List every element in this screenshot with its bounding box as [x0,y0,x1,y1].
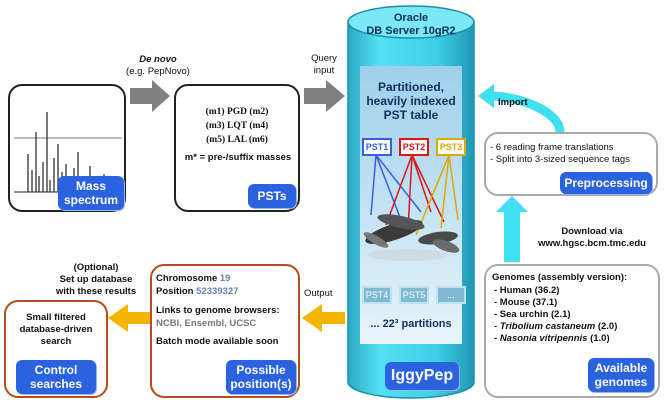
possible-positions-label: Possible position(s) [226,360,296,394]
control-searches-label-1: Control [34,363,78,377]
pst-row-2: (m3) LQT (m4) [205,121,269,131]
pst5-box: PST5 [399,286,429,304]
mass-spectrum-label: Mass spectrum [58,176,124,210]
optional-label-1: (Optional) [73,262,119,273]
pst1-box: PST1 [362,138,392,156]
download-label-1: Download via [561,226,623,237]
genome-item-2: - Mouse (37.1) [494,297,558,308]
possible-positions-label-1: Possible [236,363,286,377]
control-line-2: database-driven [19,324,93,335]
pst-note: m* = pre-/suffix masses [184,152,292,163]
mass-spectrum-label-1: Mass [75,179,107,193]
preprocessing-step-1: - 6 reading frame translations [490,142,614,153]
pst-row-1: (m1) PGD (m2) [205,107,269,117]
links-title: Links to genome browsers: [156,305,280,316]
positions-box [150,264,300,398]
download-url: www.hgsc.bcm.tmc.edu [538,238,646,249]
oracle-subtitle: DB Server 10gR2 [366,25,456,37]
control-searches-label-2: searches [29,377,83,391]
denovo-arrow [130,80,170,112]
preprocessing-step-2: - Split into 3-sized sequence tags [490,154,630,165]
available-genomes-label-2: genomes [594,375,648,389]
pst3-box: PST3 [436,138,466,156]
psts-label: PSTs [248,184,296,208]
preprocessing-label: Preprocessing [560,172,652,194]
pst4-box: PST4 [362,286,392,304]
import-arrow [489,91,565,133]
genome-browser-links[interactable]: NCBI, Ensembl, UCSC [156,318,257,329]
control-line-3: search [40,336,72,347]
partitions-text: ... 22³ partitions [370,318,452,330]
genomes-title: Genomes (assembly version): [492,272,628,283]
available-genomes-label: Available genomes [588,358,654,392]
pst-table-title-2: heavily indexed [366,94,456,108]
available-genomes-label-1: Available [594,361,648,375]
pst2-box: PST2 [399,138,429,156]
genome-item-5: - Nasonia vitripennis (1.0) [494,333,610,344]
download-arrow [496,196,528,262]
query-label-1: Query [311,53,337,64]
control-searches-label: Control searches [16,360,96,394]
pst-table-title-3: PST table [383,108,439,122]
pst-table-title-1: Partitioned, [377,80,444,94]
denovo-example: (e.g. PepNovo) [126,66,190,77]
optional-label-2: Set up database [59,274,133,285]
genome-item-3: - Sea urchin (2.1) [494,309,571,320]
optional-label-3: with these results [55,286,137,297]
chromosome-image [363,214,460,261]
import-label: Import [498,97,528,108]
output-label: Output [304,288,333,299]
possible-positions-label-2: position(s) [230,377,292,391]
genome-item-1: - Human (36.2) [494,285,560,296]
pst-more-box: ... [436,286,466,304]
batch-mode-note: Batch mode available soon [156,336,279,347]
chromosome-line: Chromosome 19 [156,273,231,284]
index-lines [363,154,460,261]
query-label-2: input [313,65,335,76]
position-line: Position 52339327 [156,286,239,297]
control-line-1: Small filtered [26,312,86,323]
query-arrow [304,80,345,112]
denovo-label: De novo [139,54,177,65]
oracle-title: Oracle [393,12,429,24]
optional-arrow [108,304,150,332]
iggypep-label: IggyPep [385,362,459,390]
pst-row-3: (m5) LAL (m6) [206,135,268,145]
genome-item-4: - Tribolium castaneum (2.0) [494,321,618,332]
mass-spectrum-label-2: spectrum [63,193,119,207]
output-arrow [302,304,345,332]
